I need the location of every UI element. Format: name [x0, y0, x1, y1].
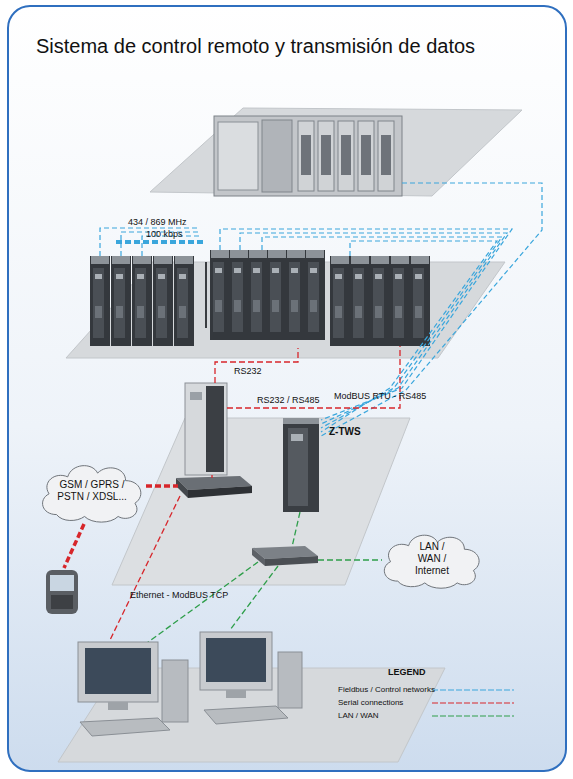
io-module	[330, 256, 350, 346]
fieldbus-wire	[321, 241, 497, 432]
device-label: Z-TWS	[329, 426, 361, 438]
serial-module-front	[206, 386, 224, 472]
pc-keyboard	[80, 718, 170, 736]
plc-power-supply	[218, 122, 258, 190]
plc-slot	[318, 121, 334, 191]
callout-label: 100 kbps	[146, 229, 183, 239]
legend-text: Fieldbus / Control networks	[338, 685, 435, 694]
io-gateway: Z-TWS	[283, 418, 319, 512]
network-switch	[252, 548, 265, 566]
pc-tower	[278, 652, 302, 708]
io-module	[90, 256, 110, 346]
plc-connector	[361, 135, 371, 175]
platform	[112, 418, 410, 585]
antenna	[205, 262, 207, 328]
plc-slot	[358, 121, 374, 191]
plc-slot	[338, 121, 354, 191]
device-outline	[283, 418, 319, 512]
callout-label: Ethernet - ModBUS TCP	[130, 590, 228, 600]
page-frame	[8, 6, 566, 771]
fieldbus-wire	[240, 233, 507, 424]
io-module	[390, 256, 410, 346]
plc-connector	[341, 135, 351, 175]
network-cloud: GSM / GPRS / PSTN / XDSL...	[36, 458, 148, 524]
callout-label: ModBUS RTU - RS485	[334, 391, 426, 401]
callout-label: RS232	[234, 366, 262, 376]
io-module	[286, 250, 306, 340]
io-module	[267, 250, 287, 340]
callout-label: LEGEND	[388, 667, 426, 677]
lan-wire	[318, 559, 382, 560]
device-body	[283, 418, 319, 512]
io-module	[174, 256, 194, 346]
io-module	[229, 250, 249, 340]
cloud-label: GSM / GPRS / PSTN / XDSL...	[51, 479, 133, 503]
pc-tower	[162, 660, 188, 722]
serial-wire	[215, 348, 298, 383]
modem	[176, 478, 188, 498]
plc-rack	[214, 116, 402, 196]
callout-label: RS232 / RS485	[257, 395, 320, 405]
plc-slot	[378, 121, 394, 191]
io-module	[305, 250, 325, 340]
fieldbus-wire	[142, 236, 200, 256]
fieldbus-wire	[220, 229, 512, 420]
modem	[188, 486, 252, 498]
phone-screen	[50, 575, 74, 591]
plc-cpu	[262, 120, 292, 192]
device-front	[288, 428, 308, 506]
mobile-phone	[46, 570, 78, 614]
cloud-label: LAN / WAN / Internet	[409, 541, 455, 577]
callout-label: 434 / 869 MHz	[128, 217, 187, 227]
io-module	[410, 256, 430, 346]
legend-text: Serial connections	[338, 698, 403, 707]
serial-wire	[146, 484, 178, 488]
io-module	[370, 256, 390, 346]
io-module	[111, 256, 131, 346]
plc-connector	[381, 135, 391, 175]
cloud-shape	[43, 466, 141, 522]
pc-stand	[226, 690, 246, 698]
lan-wire	[292, 512, 300, 547]
pc-screen	[206, 638, 266, 682]
legend-line-sample	[432, 702, 514, 703]
legend-line-sample	[432, 715, 514, 716]
phone-keypad	[51, 595, 73, 609]
serial-module-tag	[190, 392, 202, 400]
serial-module	[185, 383, 227, 475]
lan-wire	[230, 566, 278, 630]
network-switch	[265, 556, 318, 566]
device-top	[283, 418, 319, 424]
pc-screen	[85, 648, 151, 694]
pc-stand	[108, 702, 128, 710]
device-tag	[291, 434, 303, 441]
plc-connector	[301, 135, 311, 175]
diagram-title: Sistema de control remoto y transmisión …	[36, 35, 475, 58]
pc-keyboard	[204, 706, 288, 724]
fieldbus-wire	[100, 228, 200, 256]
network-cloud: LAN / WAN / Internet	[378, 528, 486, 590]
radio-link	[116, 240, 204, 244]
plc-slot	[298, 121, 314, 191]
io-module	[248, 250, 268, 340]
legend-line-sample	[432, 689, 514, 690]
legend-text: LAN / WAN	[338, 711, 379, 720]
io-module	[350, 256, 370, 346]
io-module	[132, 256, 152, 346]
io-module	[153, 256, 173, 346]
cloud-shape	[384, 535, 479, 588]
fieldbus-wire	[321, 183, 542, 436]
serial-wire	[64, 524, 84, 568]
serial-wire	[211, 475, 212, 478]
plc-connector	[321, 135, 331, 175]
pc-monitor	[78, 642, 158, 702]
pc-monitor	[200, 632, 272, 690]
io-module	[210, 250, 230, 340]
